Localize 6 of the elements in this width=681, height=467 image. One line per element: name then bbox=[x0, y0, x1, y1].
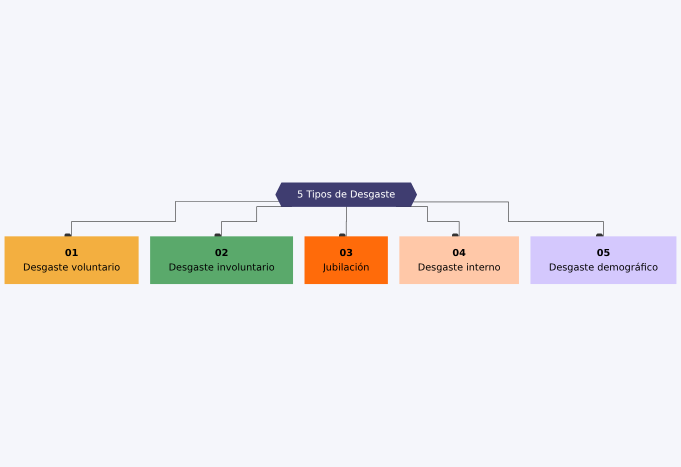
node-box: 05 Desgaste demográfico bbox=[530, 236, 676, 284]
node-box: 02 Desgaste involuntario bbox=[150, 236, 294, 284]
node-box: 01 Desgaste voluntario bbox=[4, 236, 139, 284]
connector bbox=[68, 201, 280, 238]
node-box: 03 Jubilación bbox=[304, 236, 388, 284]
node-box: 04 Desgaste interno bbox=[399, 236, 519, 284]
